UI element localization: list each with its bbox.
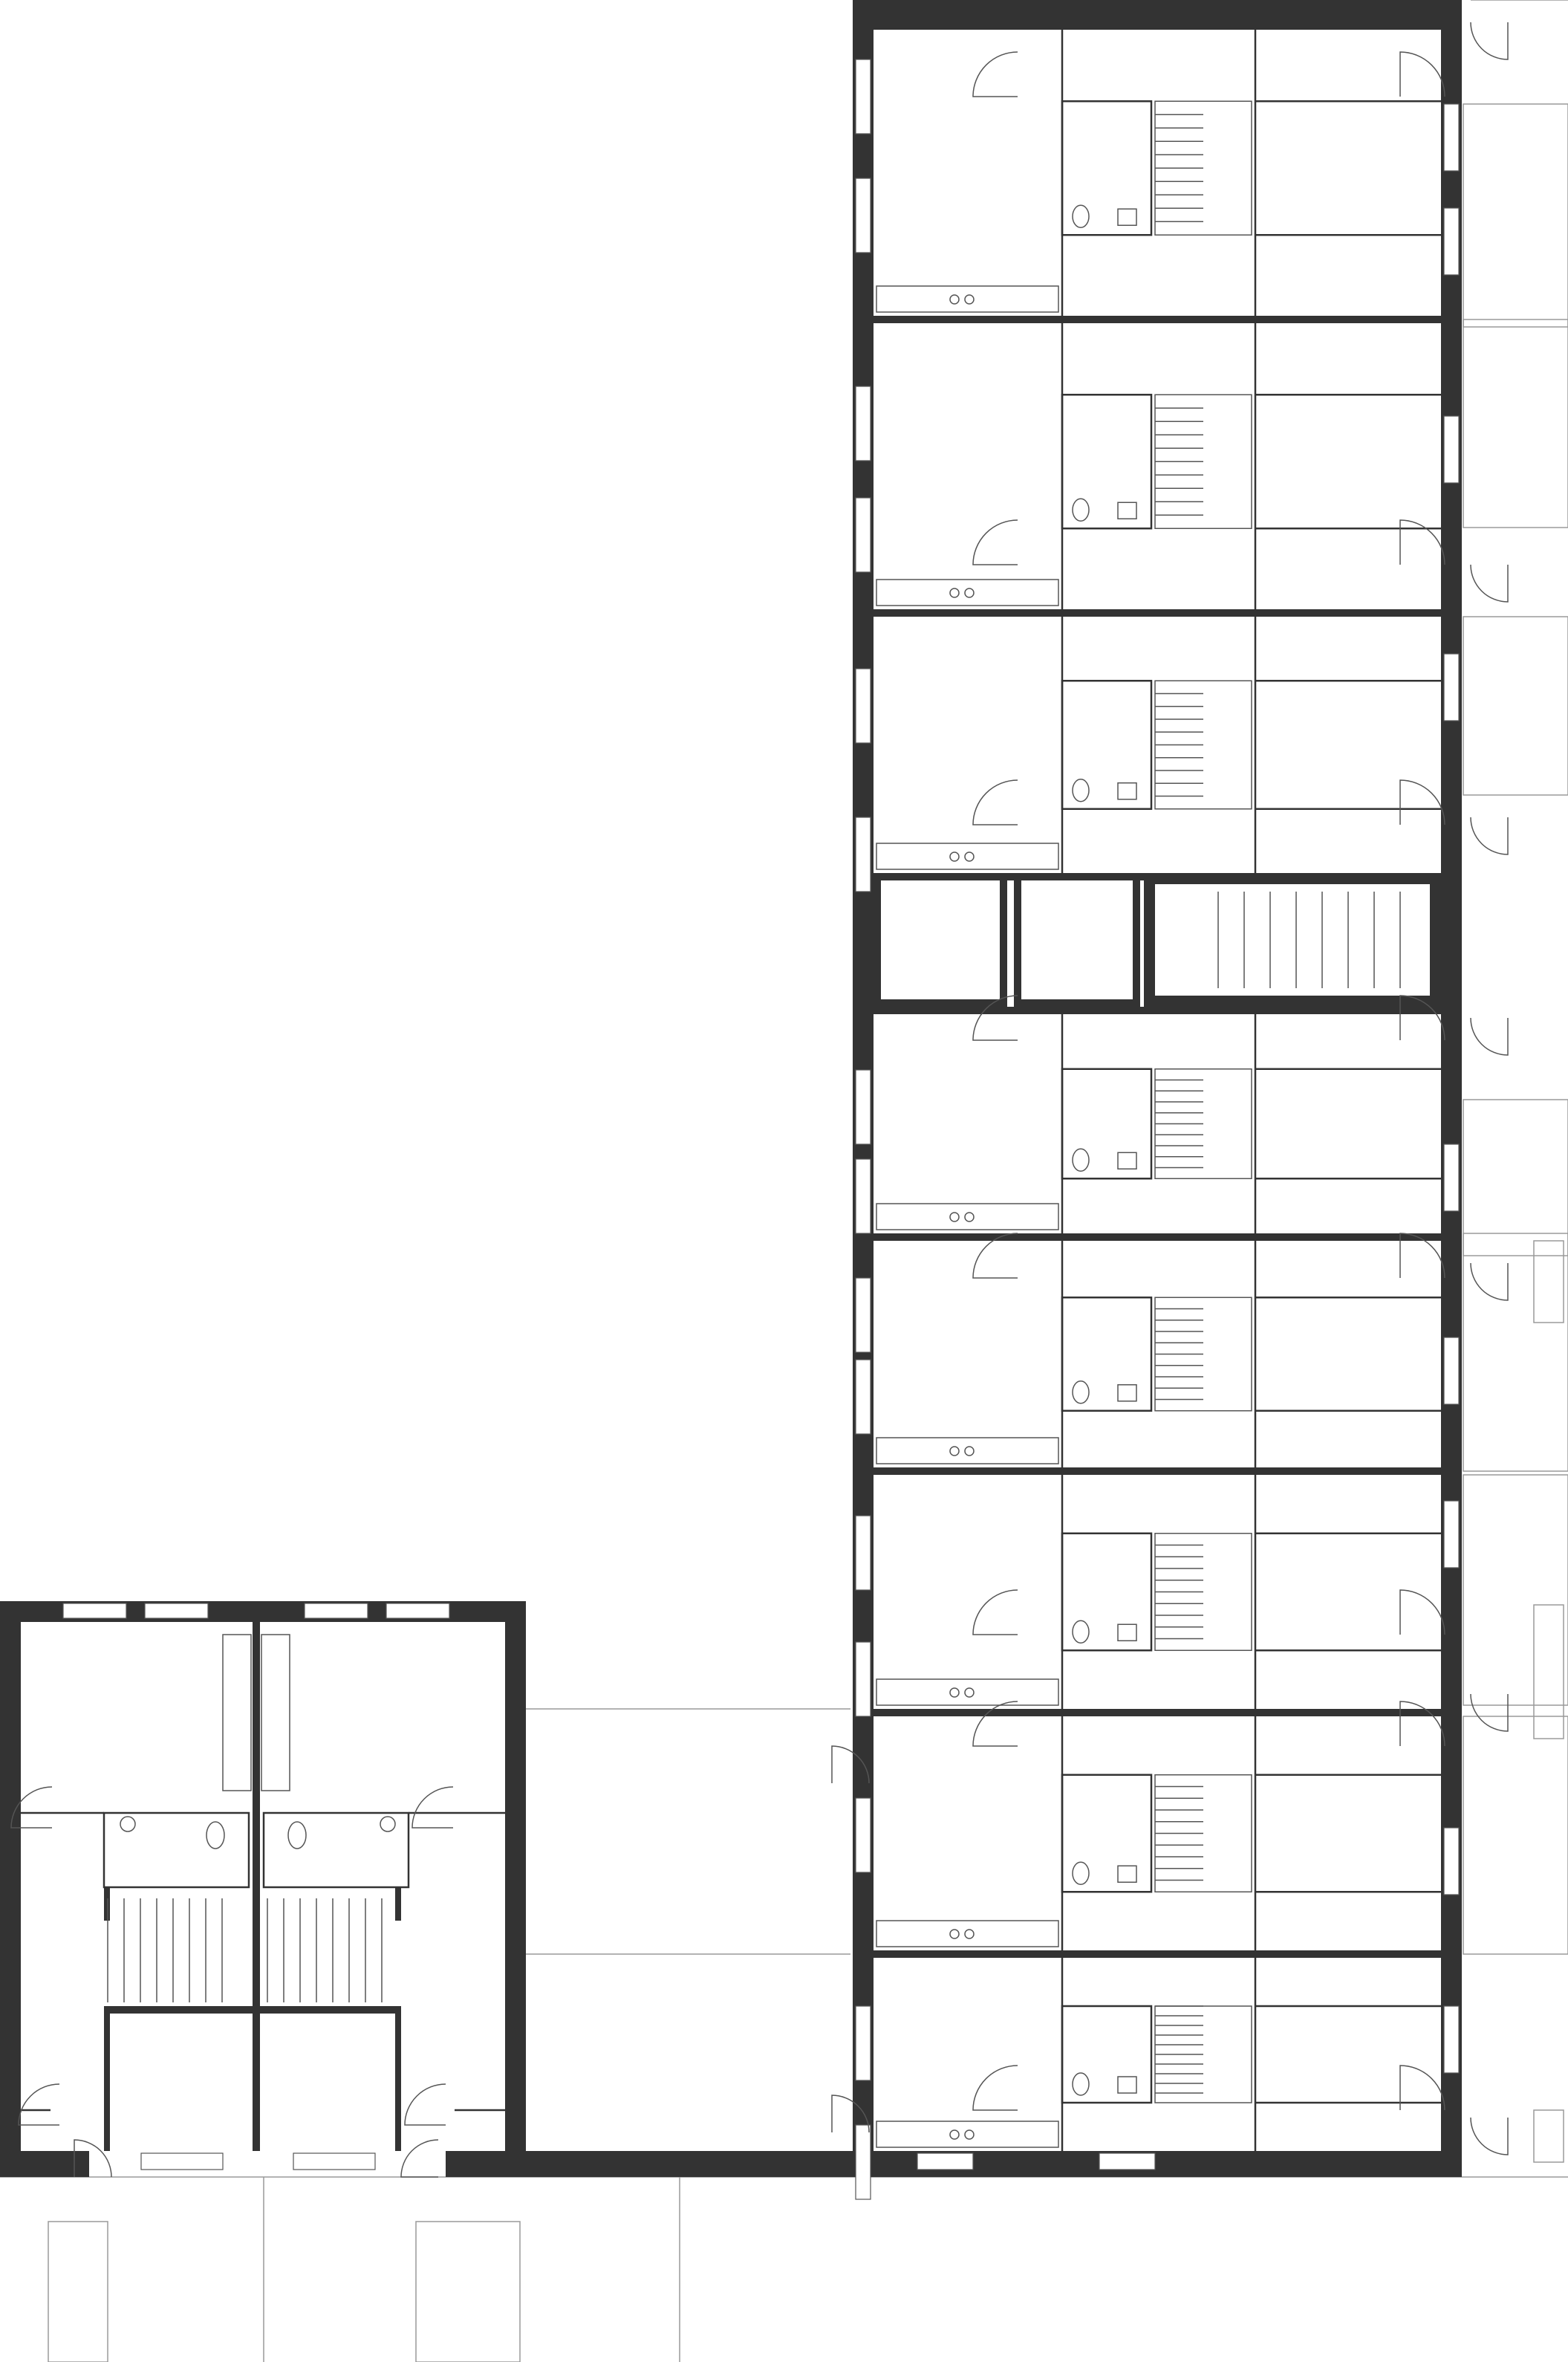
window-icon	[855, 2005, 871, 2081]
window-icon	[386, 1603, 450, 1619]
toilet-icon	[1072, 204, 1090, 228]
window-icon	[855, 1797, 871, 1873]
window-icon	[855, 386, 871, 461]
window-icon	[855, 668, 871, 744]
door-swing-icon	[10, 22, 1509, 2178]
toilet-icon	[1072, 498, 1090, 522]
toilet-icon	[1072, 1380, 1090, 1404]
window-icon	[1443, 1143, 1460, 1212]
window-icon	[855, 1359, 871, 1435]
window-icon	[855, 59, 871, 134]
window-icon	[855, 178, 871, 253]
cooktop-icon	[876, 579, 1059, 606]
party-wall	[874, 316, 1441, 323]
wing-interior	[21, 1622, 521, 2362]
party-wall	[874, 1233, 1441, 1241]
cooktop-icon	[876, 285, 1059, 313]
window-icon	[1443, 1500, 1460, 1568]
window-icon	[293, 2152, 376, 2170]
window-icon	[1443, 653, 1460, 721]
toilet-icon	[1072, 2072, 1090, 2096]
window-icon	[855, 1158, 871, 1234]
sink-icon	[1117, 1865, 1137, 1883]
window-icon	[1443, 415, 1460, 484]
window-icon	[855, 1641, 871, 1717]
toilet-icon	[120, 1816, 396, 1849]
window-icon	[1443, 103, 1460, 172]
window-icon	[855, 2124, 871, 2200]
tower-interior	[876, 30, 1441, 2151]
balcony-icon	[1463, 103, 1568, 2163]
exterior-walls	[0, 0, 1462, 2177]
party-wall	[874, 1007, 1441, 1014]
window-icon	[855, 1515, 871, 1591]
cooktop-icon	[876, 843, 1059, 870]
window-icon	[917, 2152, 974, 2170]
window-icon	[1099, 2152, 1156, 2170]
cooktop-icon	[876, 1920, 1059, 1947]
cooktop-icon	[876, 1678, 1059, 1706]
sink-icon	[1117, 2076, 1137, 2094]
window-icon	[304, 1603, 368, 1619]
cooktop-icon	[876, 1437, 1059, 1464]
window-icon	[62, 1603, 127, 1619]
party-wall	[874, 1950, 1441, 1958]
window-icon	[144, 1603, 209, 1619]
window-icon	[1443, 1337, 1460, 1405]
window-icon	[855, 1069, 871, 1145]
sink-icon	[1117, 1384, 1137, 1402]
toilet-icon	[1072, 1148, 1090, 1172]
stair-icon	[107, 1898, 383, 2002]
window-icon	[1443, 2005, 1460, 2074]
window-icon	[1443, 1827, 1460, 1895]
window-icon	[140, 2152, 224, 2170]
cooktop-icon	[876, 1203, 1059, 1230]
sink-icon	[1117, 208, 1137, 226]
toilet-icon	[1072, 1861, 1090, 1885]
party-wall	[874, 1709, 1441, 1716]
window-icon	[1443, 207, 1460, 276]
window-icon	[855, 817, 871, 892]
sink-icon	[1117, 1152, 1137, 1169]
sink-icon	[1117, 1623, 1137, 1641]
window-icon	[855, 1277, 871, 1353]
interior-walls	[874, 316, 1441, 1958]
sink-icon	[1117, 782, 1137, 800]
window-icon	[855, 497, 871, 573]
sink-icon	[1117, 502, 1137, 519]
toilet-icon	[1072, 779, 1090, 802]
party-wall	[874, 609, 1441, 617]
party-wall	[874, 1467, 1441, 1475]
windows	[62, 59, 1460, 2200]
toilet-icon	[1072, 1620, 1090, 1644]
cooktop-icon	[876, 2121, 1059, 2148]
